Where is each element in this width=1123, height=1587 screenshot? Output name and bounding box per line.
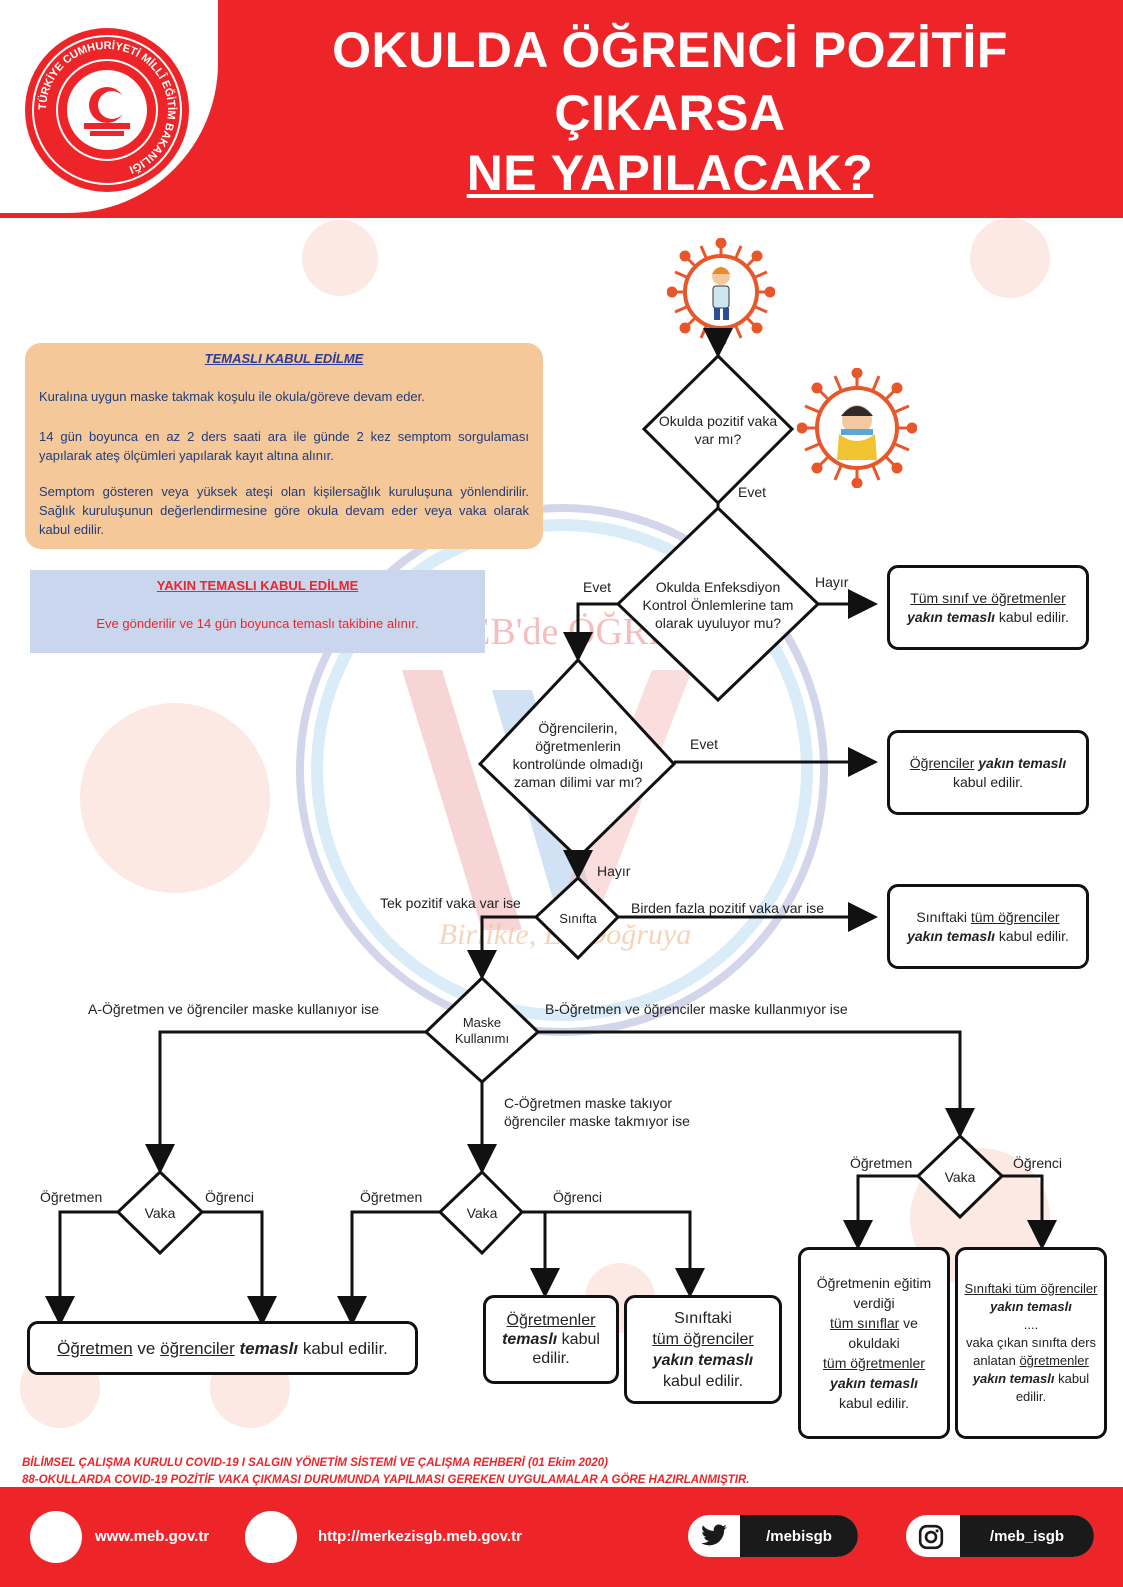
label-q3-yes: Evet [690, 736, 719, 752]
label-q1-yes: Evet [738, 484, 767, 500]
label-c-student: Öğrenci [553, 1189, 603, 1205]
label-b-teacher: Öğretmen [850, 1155, 913, 1171]
temasli-paragraph-2: 14 gün boyunca en az 2 ders saati ara il… [39, 429, 529, 463]
temasli-info-box: TEMASLI KABUL EDİLME Kuralına uygun mask… [25, 343, 543, 549]
link-meb[interactable]: www.meb.gov.tr [95, 1528, 210, 1545]
label-q2-yes: Evet [583, 579, 612, 595]
label-single-case: Tek pozitif vaka var ise [380, 895, 521, 911]
label-q3-no: Hayır [597, 863, 631, 879]
label-a-student: Öğrenci [205, 1189, 255, 1205]
label-branch-b: B-Öğretmen ve öğrenciler maske kullanmıy… [545, 1001, 848, 1017]
question-infection-control: Okulda Enfeksdiyon Kontrol Önlemlerine t… [642, 579, 794, 631]
footer-source-note: BİLİMSEL ÇALIŞMA KURULU COVID-19 I SALGI… [22, 1457, 750, 1486]
yakin-temasli-info-box: YAKIN TEMASLI KABUL EDİLME Eve gönderili… [30, 570, 485, 653]
temasli-title: TEMASLI KABUL EDİLME [204, 351, 364, 366]
meb-logo-small-2 [245, 1511, 297, 1563]
link-merkezisgb[interactable]: http://merkezisgb.meb.gov.tr [318, 1528, 522, 1545]
vaka-b: Vaka [944, 1169, 976, 1185]
question-class: Sınıfta [559, 911, 597, 926]
result-a-teacher-student-contact: Öğretmen ve öğrenciler temaslı kabul edi… [27, 1321, 418, 1375]
label-multiple-cases: Birden fazla pozitif vaka var ise [631, 900, 824, 916]
title-line-3: NE YAPILACAK? [466, 145, 874, 201]
meb-logo: TÜRKİYE CUMHURİYETİ MİLLÎ EĞİTİM BAKANLI… [25, 28, 189, 192]
instagram-icon [918, 1524, 944, 1550]
label-b-student: Öğrenci [1013, 1155, 1063, 1171]
title-line-1: OKULDA ÖĞRENCİ POZİTİF [332, 22, 1008, 78]
meb-logo-small-1 [30, 1511, 82, 1563]
title-line-2: ÇIKARSA [554, 85, 786, 141]
yakin-temasli-paragraph: Eve gönderilir ve 14 gün boyunca temaslı… [96, 616, 419, 631]
temasli-paragraph-3: Semptom gösteren veya yüksek ateşi olan … [39, 484, 529, 537]
yakin-temasli-title: YAKIN TEMASLI KABUL EDİLME [156, 578, 359, 593]
label-c-teacher: Öğretmen [360, 1189, 423, 1205]
vaka-a: Vaka [144, 1205, 176, 1221]
instagram-handle[interactable]: /meb_isgb [960, 1515, 1094, 1557]
question-unsupervised-time: Öğrencilerin, öğretmenlerin kontrolünde … [512, 720, 644, 790]
virus-sick-child-icon [797, 368, 917, 488]
label-q2-no: Hayır [815, 574, 849, 590]
twitter-handle[interactable]: /mebisgb [740, 1515, 858, 1557]
label-branch-a: A-Öğretmen ve öğrenciler maske kullanıyo… [88, 1001, 380, 1017]
result-b-student-case: Sınıftaki tüm öğrenciler yakın temaslı..… [955, 1247, 1107, 1439]
vaka-c: Vaka [466, 1205, 498, 1221]
temasli-paragraph-1: Kuralına uygun maske takmak koşulu ile o… [39, 389, 425, 404]
label-a-teacher: Öğretmen [40, 1189, 103, 1205]
twitter-icon [701, 1524, 727, 1546]
question-positive-case: Okulda pozitif vaka var mı? [658, 413, 778, 447]
